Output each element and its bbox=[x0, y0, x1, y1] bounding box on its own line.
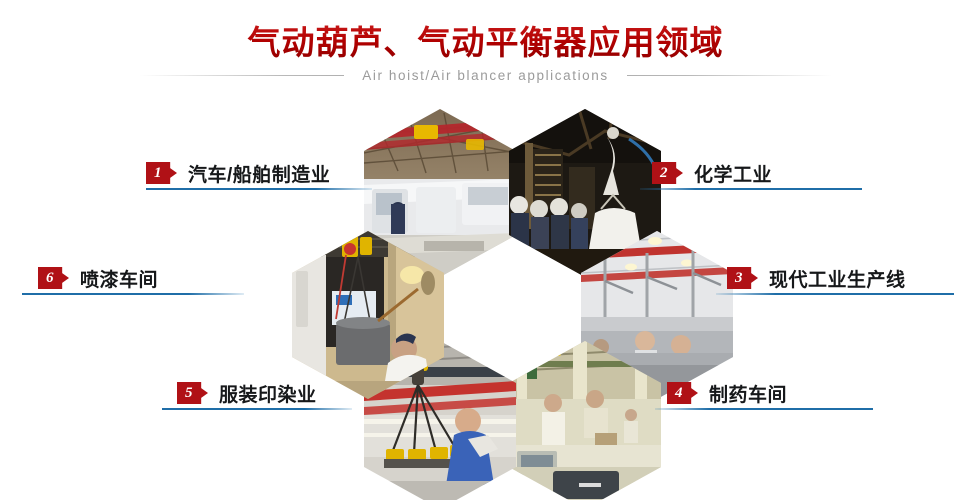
item-1-text: 汽车/船舶制造业 bbox=[188, 164, 331, 186]
photo-automobile-shipbuilding[interactable] bbox=[364, 109, 516, 277]
item-1-label[interactable]: 1 汽车/船舶制造业 bbox=[146, 158, 330, 188]
page-title: 气动葫芦、气动平衡器应用领域 bbox=[0, 16, 971, 64]
item-3-text: 现代工业生产线 bbox=[769, 269, 906, 291]
item-6-badge: 6 bbox=[38, 267, 69, 289]
item-5-label[interactable]: 5 服装印染业 bbox=[177, 378, 317, 408]
item-5-rule bbox=[162, 408, 352, 410]
item-3-rule bbox=[716, 293, 954, 295]
item-6-label[interactable]: 6 喷漆车间 bbox=[38, 263, 158, 293]
item-3-label[interactable]: 3 现代工业生产线 bbox=[727, 263, 906, 293]
item-2-rule bbox=[640, 188, 862, 190]
item-6-rule bbox=[22, 293, 244, 295]
item-5-badge: 5 bbox=[177, 382, 208, 404]
page-subtitle: Air hoist/Air blancer applications bbox=[362, 67, 609, 83]
item-4-label[interactable]: 4 制药车间 bbox=[667, 378, 787, 408]
item-6-text: 喷漆车间 bbox=[80, 269, 159, 291]
item-2-text: 化学工业 bbox=[694, 164, 773, 186]
item-4-rule bbox=[655, 408, 873, 410]
subtitle-row: Air hoist/Air blancer applications bbox=[0, 64, 971, 86]
item-4-text: 制药车间 bbox=[709, 384, 788, 406]
item-2-badge: 2 bbox=[652, 162, 683, 184]
subtitle-rule-left bbox=[139, 74, 345, 76]
photo-automobile-shipbuilding-image bbox=[364, 109, 516, 277]
item-2-label[interactable]: 2 化学工业 bbox=[652, 158, 772, 188]
item-5-text: 服装印染业 bbox=[219, 384, 317, 406]
item-3-badge: 3 bbox=[727, 267, 758, 289]
item-1-badge: 1 bbox=[146, 162, 177, 184]
subtitle-rule-right bbox=[626, 74, 832, 76]
item-4-badge: 4 bbox=[667, 382, 698, 404]
item-1-rule bbox=[146, 188, 372, 190]
